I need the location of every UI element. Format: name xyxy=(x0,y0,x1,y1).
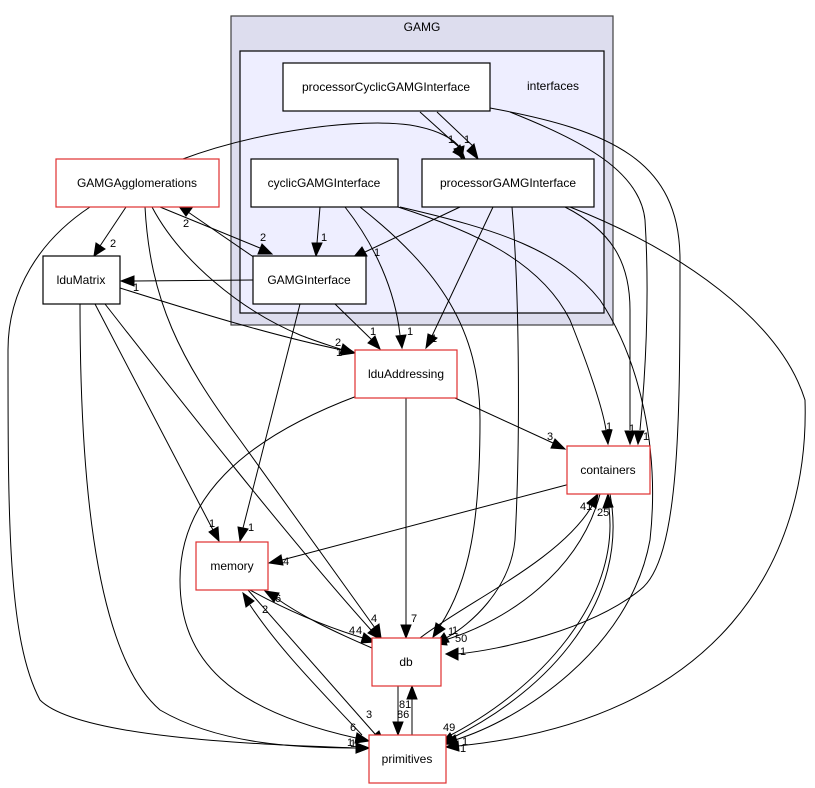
edge-label-p-db: 1 xyxy=(452,625,458,637)
edge-label-gi-ldu: 1 xyxy=(133,282,139,294)
edge-processorGAMG-to-lduAddressing[interactable]: 1 xyxy=(425,206,494,350)
edge-lduAddressing-to-primitives[interactable]: 1 xyxy=(179,395,371,750)
edge-label-cy-cont: 1 xyxy=(606,421,612,433)
edge-label-p-la: 1 xyxy=(431,333,437,345)
node-lduMatrix[interactable]: lduMatrix xyxy=(42,255,121,305)
edge-label-cy-gi: 1 xyxy=(321,232,327,244)
edge-label-mem-pr: 3 xyxy=(366,709,372,721)
edge-label-agg-la: 1 xyxy=(336,347,342,359)
edge-label-p-cont: 1 xyxy=(629,423,635,435)
edge-cyclic-to-containers[interactable]: 1 xyxy=(397,206,613,446)
edge-lduMatrix-to-lduAddressing[interactable]: 2 xyxy=(119,287,357,356)
edge-label-la-db: 7 xyxy=(411,613,417,625)
node-label-lduMatrix: lduMatrix xyxy=(57,273,106,287)
node-primitives[interactable]: primitives xyxy=(368,734,447,784)
edge-db-to-containers[interactable]: 41 xyxy=(419,492,599,639)
node-label-primitives: primitives xyxy=(382,752,433,766)
edge-label-p-gi: 1 xyxy=(374,247,380,259)
edge-db-to-primitives[interactable]: 86 xyxy=(392,686,409,737)
edge-primitives-to-db[interactable]: 81 xyxy=(399,684,418,735)
edge-processorCyclic-to-db[interactable]: 1 xyxy=(444,107,681,661)
cluster-interfaces-label: interfaces xyxy=(527,79,579,93)
node-containers[interactable]: containers xyxy=(566,445,651,495)
edge-label-cy-db: 1 xyxy=(448,626,454,638)
edge-label-agg-gi: 2 xyxy=(260,232,266,244)
edge-GAMGAgglomerations-to-processorGAMG[interactable]: 1 xyxy=(179,122,465,161)
edge-label-gi-la: 1 xyxy=(370,326,376,338)
edges: 1 1 1 1 2 2 2 xyxy=(7,107,806,755)
node-label-GAMGAgglomerations: GAMGAgglomerations xyxy=(77,176,197,190)
edge-label-cont-pr: 49 xyxy=(443,722,455,734)
node-memory[interactable]: memory xyxy=(195,541,269,591)
edge-label-pr-db: 81 xyxy=(399,699,411,711)
edge-label-ldu-la: 2 xyxy=(335,337,341,349)
edge-lduAddressing-to-db[interactable]: 7 xyxy=(400,398,417,640)
node-processorCyclicGAMGInterface[interactable]: processorCyclicGAMGInterface xyxy=(282,62,491,112)
edge-label-la-pr: 1 xyxy=(350,738,356,750)
edge-lduMatrix-to-memory[interactable]: 1 xyxy=(94,303,220,543)
edge-containers-to-db[interactable]: 50 xyxy=(432,493,601,646)
edge-label-pc-p: 1 xyxy=(464,134,470,146)
edge-lduAddressing-to-containers[interactable]: 3 xyxy=(454,397,567,450)
edge-label-gi-mem: 1 xyxy=(248,522,254,534)
node-label-processorGAMGInterface: processorGAMGInterface xyxy=(440,176,576,190)
edge-GAMGInterface-to-memory[interactable]: 1 xyxy=(237,303,301,543)
node-label-processorCyclicGAMGInterface: processorCyclicGAMGInterface xyxy=(302,80,470,94)
edge-label-db-cont: 41 xyxy=(580,501,592,513)
node-lduAddressing[interactable]: lduAddressing xyxy=(354,349,458,399)
edge-label-pr-cont: 25 xyxy=(597,507,609,519)
node-db[interactable]: db xyxy=(371,637,442,687)
node-GAMGAgglomerations[interactable]: GAMGAgglomerations xyxy=(55,158,220,208)
edge-label-pr-mem: 2 xyxy=(262,604,268,616)
edge-GAMGInterface-to-lduAddressing[interactable]: 1 xyxy=(334,303,381,351)
edge-label-ldu-pr: 6 xyxy=(350,722,356,734)
edge-label-ldu-db: 4 xyxy=(356,625,362,637)
node-label-cyclicGAMGInterface: cyclicGAMGInterface xyxy=(268,176,381,190)
edge-label-db-mem: 6 xyxy=(275,593,281,605)
edge-label-mem-db: 4 xyxy=(349,625,355,637)
edge-lduMatrix-to-primitives[interactable]: 6 xyxy=(79,303,371,754)
edge-cyclic-to-lduAddressing[interactable]: 1 xyxy=(344,206,413,350)
edge-db-to-memory[interactable]: 6 xyxy=(263,590,373,649)
edge-processorGAMG-to-primitives[interactable]: 1 xyxy=(444,206,806,755)
edge-label-ldu-mem: 1 xyxy=(209,518,215,530)
edge-label-agg-p: 1 xyxy=(448,134,454,146)
edge-containers-to-memory[interactable]: 4 xyxy=(267,483,571,568)
edge-primitives-to-memory[interactable]: 2 xyxy=(242,591,363,736)
edge-label-pc-db: 1 xyxy=(460,646,466,658)
node-label-db: db xyxy=(399,655,413,669)
edge-label-cy-pr: 1 xyxy=(462,736,468,748)
edge-label-cont-db: 50 xyxy=(455,633,467,645)
node-GAMGInterface[interactable]: GAMGInterface xyxy=(252,255,367,305)
edge-containers-to-primitives[interactable]: 49 xyxy=(439,493,614,745)
edge-primitives-to-containers[interactable]: 25 xyxy=(444,492,614,739)
cluster-gamg-label: GAMG xyxy=(404,20,441,34)
edge-label-gi-agg: 2 xyxy=(183,218,189,230)
node-label-GAMGInterface: GAMGInterface xyxy=(267,273,351,287)
edge-label-la-cont: 3 xyxy=(547,431,553,443)
edge-processorGAMG-to-containers[interactable]: 1 xyxy=(564,206,636,446)
edge-label-agg-ldu: 2 xyxy=(110,238,116,250)
edge-label-pc-cont: 1 xyxy=(643,431,649,443)
node-label-lduAddressing: lduAddressing xyxy=(368,367,444,381)
edge-processorCyclic-to-containers[interactable]: 1 xyxy=(509,111,649,446)
edge-label-db-pr: 86 xyxy=(397,709,409,721)
node-label-containers: containers xyxy=(580,463,635,477)
edge-label-p-pr: 1 xyxy=(460,743,466,755)
edge-GAMGInterface-to-lduMatrix[interactable]: 1 xyxy=(119,275,254,294)
node-processorGAMGInterface[interactable]: processorGAMGInterface xyxy=(421,158,595,208)
node-cyclicGAMGInterface[interactable]: cyclicGAMGInterface xyxy=(250,158,399,208)
edge-label-cy-la: 1 xyxy=(407,326,413,338)
edge-label-agg-db: 4 xyxy=(371,613,377,625)
edge-GAMGAgglomerations-to-lduMatrix[interactable]: 2 xyxy=(93,206,127,258)
edge-label-agg-pr: 1 xyxy=(347,737,353,749)
edge-lduMatrix-to-db[interactable]: 4 xyxy=(104,303,381,640)
edge-label-cont-mem: 4 xyxy=(283,556,289,568)
node-label-memory: memory xyxy=(210,559,253,573)
edge-cyclic-to-GAMGInterface[interactable]: 1 xyxy=(311,206,327,258)
